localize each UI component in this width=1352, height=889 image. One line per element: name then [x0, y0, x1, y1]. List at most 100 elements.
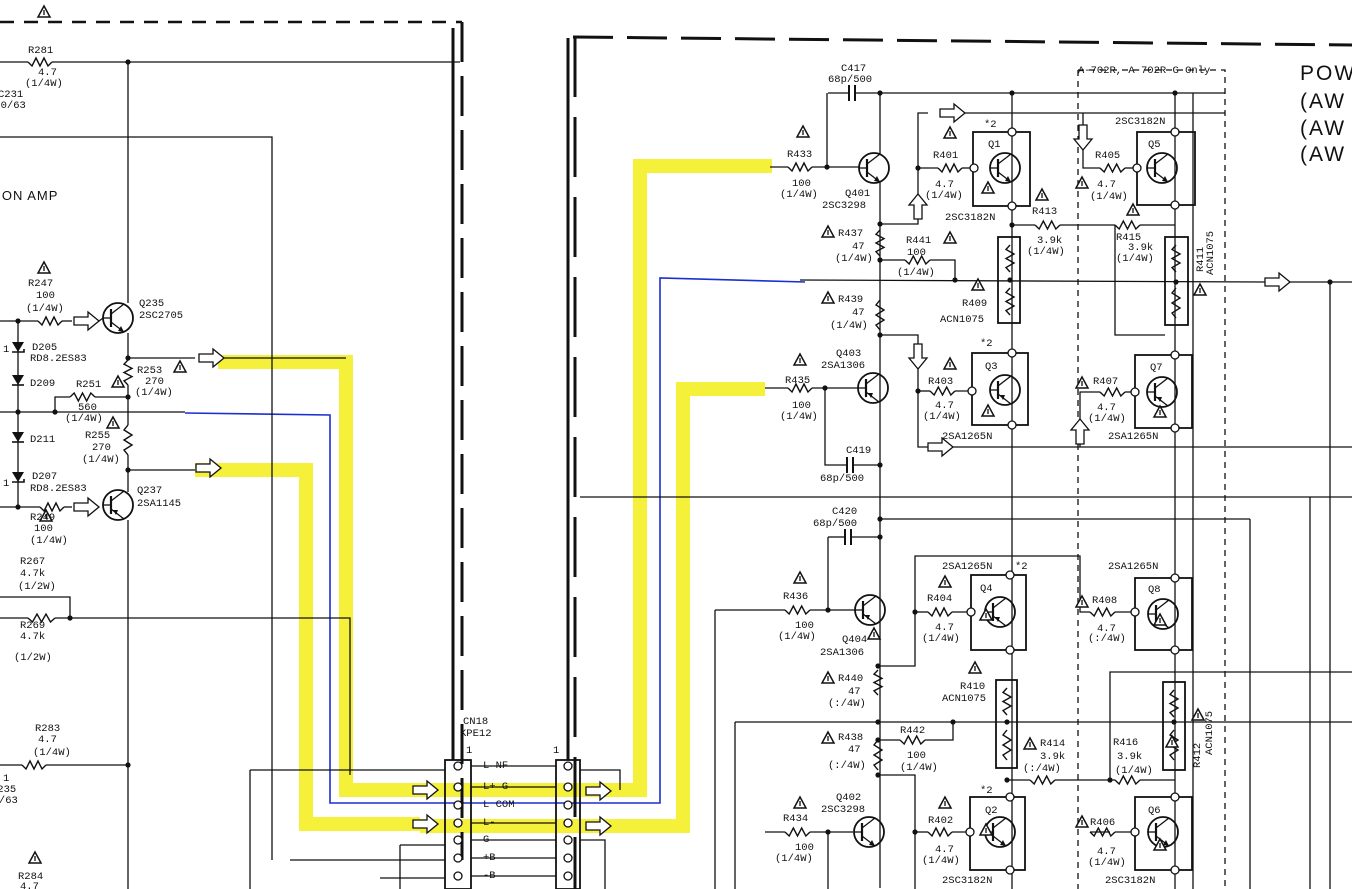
resistor-symbol: [1004, 244, 1016, 273]
arrow-shape: [195, 457, 223, 479]
junction-dot: [1173, 279, 1179, 285]
terminal-pin: [453, 761, 463, 771]
reference-label: Q3: [985, 361, 998, 373]
reference-label: R409: [962, 298, 987, 310]
resistor-symbol: [787, 161, 813, 173]
junction-dot: [825, 829, 831, 835]
junction-dot: [125, 467, 131, 473]
resistor-symbol: [937, 162, 963, 174]
terminal-pin: [1005, 865, 1015, 875]
transistor-arrow: [1000, 395, 1005, 400]
resistor-symbol: [1034, 219, 1061, 231]
terminal-pin: [1005, 792, 1015, 802]
wire: [930, 259, 956, 280]
signal-arrow-icon: [195, 457, 223, 479]
value-label: (1/4W): [925, 190, 963, 202]
safety-warning-icon: [1022, 736, 1038, 750]
reference-label: D211: [30, 434, 55, 446]
terminal-pin: [453, 853, 463, 863]
reference-label: Q402: [836, 792, 861, 804]
wire: [799, 279, 1266, 283]
reference-label: Q6: [1148, 805, 1161, 817]
option-note: A-702R, A-702R-G Only: [1078, 65, 1210, 77]
value-label: ACN1075: [940, 314, 984, 326]
safety-warning-icon: [980, 180, 996, 194]
terminal-pin: [1007, 348, 1017, 358]
label-layer: MON AMP111R2814.7(1/4W)C231330/63R247100…: [0, 45, 1352, 889]
reference-label: R281: [28, 45, 53, 57]
value-label: *2: [984, 119, 997, 131]
value-label: 2SA1265N: [1108, 561, 1158, 573]
value-label: 2SC3298: [822, 200, 866, 212]
transistor-emitter: [1154, 395, 1169, 407]
transistor-arrow: [869, 840, 875, 846]
reference-label: C417: [841, 63, 866, 75]
junction-dot: [877, 534, 883, 540]
reference-label: R434: [783, 813, 808, 825]
junction-dot: [1004, 777, 1010, 783]
terminal-pin: [1005, 570, 1015, 580]
signal-arrow-icon: [412, 779, 440, 801]
value-label: 270: [92, 442, 111, 454]
reference-label: R269: [20, 620, 45, 632]
junction-dot: [125, 394, 131, 400]
value-label: 2SA1265N: [942, 431, 992, 443]
signal-arrow-icon: [198, 347, 226, 369]
resistor-symbol: [122, 424, 134, 456]
reference-label: R441: [906, 235, 931, 247]
section-title: MON AMP: [0, 188, 58, 203]
transistor-arrow: [995, 617, 1000, 622]
arrow-shape: [412, 813, 440, 835]
terminal-pin: [1130, 607, 1140, 617]
value-label: RD8.2ES83: [30, 483, 87, 495]
safety-warning-icon: [866, 626, 882, 640]
terminal-pin: [453, 800, 463, 810]
arrow-shape: [939, 102, 967, 124]
value-label: 100: [792, 400, 811, 412]
terminal-pin: [563, 761, 573, 771]
reference-label: R415: [1116, 232, 1141, 244]
terminal-pin: [563, 782, 573, 792]
value-label: 2SC3182N: [945, 212, 995, 224]
signal-arrow-icon: [939, 102, 967, 124]
junction-dot: [1007, 277, 1013, 283]
reference-label: R406: [1090, 817, 1115, 829]
value-label: 2SC3182N: [1115, 116, 1165, 128]
junction-dot: [125, 762, 131, 768]
resistor-symbol: [1170, 244, 1182, 273]
reference-label: R438: [838, 732, 863, 744]
terminal-pin: [1130, 387, 1140, 397]
value-label: 2SA1306: [821, 360, 865, 372]
safety-warning-icon: [1074, 594, 1090, 608]
resistor-symbol: [784, 604, 811, 616]
value-label: 270: [145, 376, 164, 388]
junction-dot: [1004, 719, 1010, 725]
board-frame: [572, 35, 1352, 47]
signal-arrow-icon: [73, 310, 101, 332]
junction-dot: [1107, 777, 1113, 783]
value-label: ACN1075: [1204, 711, 1216, 755]
section-title: (AW: [1300, 143, 1346, 166]
reference-label: R433: [787, 149, 812, 161]
fusible-resistor-box: [1162, 681, 1186, 771]
junction-dot: [822, 385, 828, 391]
wire: [55, 617, 351, 775]
reference-label: R253: [137, 365, 162, 377]
arrow-shape: [1069, 417, 1091, 445]
reference-label: Q235: [139, 298, 164, 310]
diode-symbol: [12, 472, 24, 482]
reference-label: Q8: [1148, 584, 1161, 596]
reference-label: R267: [20, 556, 45, 568]
safety-warning-icon: [1152, 404, 1168, 418]
resistor-symbol: [927, 826, 953, 838]
diode-bar: [12, 349, 25, 353]
junction-dot: [825, 607, 831, 613]
junction-dot: [875, 772, 881, 778]
reference-label: R412: [1192, 743, 1204, 768]
safety-warning-icon: [967, 660, 983, 674]
value-label: (1/4W): [830, 320, 868, 332]
transistor-emitter: [110, 508, 125, 520]
transistor-collector: [992, 817, 1007, 829]
value-label: 4.7: [1097, 846, 1116, 858]
resistor-symbol: [874, 299, 886, 331]
